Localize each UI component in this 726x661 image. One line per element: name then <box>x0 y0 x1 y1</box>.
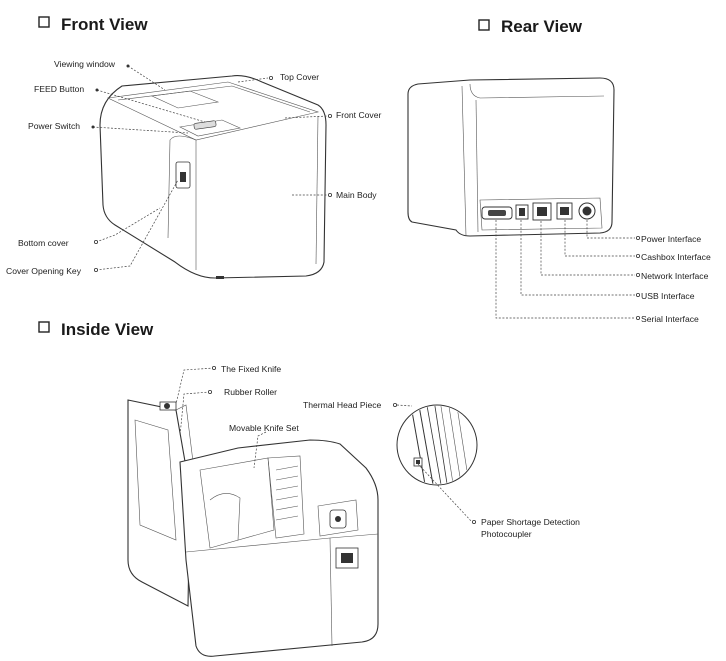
label-main-body: Main Body <box>336 190 377 200</box>
label-bottom-cover: Bottom cover <box>18 238 69 248</box>
rear-view-leaders <box>495 220 641 320</box>
checkbox-icon <box>38 321 50 333</box>
label-top-cover: Top Cover <box>280 72 319 82</box>
label-rubber-roller: Rubber Roller <box>224 387 277 397</box>
front-view-title: Front View <box>61 15 148 34</box>
label-fixed-knife: The Fixed Knife <box>221 364 281 374</box>
label-cover-opening-key: Cover Opening Key <box>6 266 82 276</box>
label-feed-button: FEED Button <box>34 84 84 94</box>
inside-view-printer <box>127 399 379 657</box>
label-thermal-head-piece: Thermal Head Piece <box>303 400 382 410</box>
checkbox-icon <box>38 16 50 28</box>
front-view-labels: Viewing window FEED Button Power Switch … <box>6 59 382 276</box>
label-movable-knife-set: Movable Knife Set <box>229 423 299 433</box>
checkbox-icon <box>478 19 490 31</box>
rear-view-printer <box>407 77 615 237</box>
thermal-head-zoom <box>396 404 478 486</box>
rear-view-title: Rear View <box>501 17 583 36</box>
label-network-interface: Network Interface <box>641 271 709 281</box>
inside-view-header: Inside View <box>38 320 154 339</box>
rear-view-header: Rear View <box>478 17 583 36</box>
label-power-switch: Power Switch <box>28 121 80 131</box>
label-serial-interface: Serial Interface <box>641 314 699 324</box>
front-view-printer <box>99 75 327 279</box>
label-front-cover: Front Cover <box>336 110 382 120</box>
label-cashbox-interface: Cashbox Interface <box>641 252 711 262</box>
label-paper-shortage-line1: Paper Shortage Detection <box>481 517 580 527</box>
label-power-interface: Power Interface <box>641 234 701 244</box>
front-view-leaders <box>91 64 332 272</box>
label-paper-shortage-line2: Photocoupler <box>481 529 532 539</box>
label-viewing-window: Viewing window <box>54 59 116 69</box>
rear-view-labels: Power Interface Cashbox Interface Networ… <box>641 234 711 324</box>
inside-view-labels: The Fixed Knife Rubber Roller Movable Kn… <box>221 364 580 539</box>
inside-view-leaders <box>175 365 476 525</box>
inside-view-title: Inside View <box>61 320 154 339</box>
label-usb-interface: USB Interface <box>641 291 695 301</box>
front-view-header: Front View <box>38 15 148 34</box>
